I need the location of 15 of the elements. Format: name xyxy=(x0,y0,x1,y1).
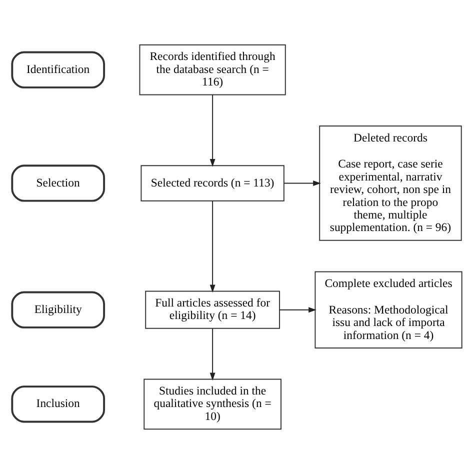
arrow xyxy=(210,94,216,167)
node-box: Complete excluded articles Reasons: Methodological issu and lack of importa information (n = 4) xyxy=(314,271,462,348)
node-box: Studies included in the qualitative synthesis (n = 10) xyxy=(144,378,282,430)
node-box: Full articles assessed for eligibility (n = 14) xyxy=(145,290,280,329)
arrow xyxy=(210,200,216,293)
node-box: Deleted records Case report, case serie experimental, narrativ review, cohort, non spe in relation to the propo theme, multiple supplementation. (n = 96) xyxy=(319,126,462,241)
node-box: Eligibility xyxy=(11,291,106,328)
arrow xyxy=(284,180,321,186)
node-box: Selection xyxy=(11,164,106,202)
node-box: Identification xyxy=(11,51,106,88)
arrow xyxy=(279,307,316,313)
node-box: Records identified through the database search (n = 116) xyxy=(139,44,286,96)
node-box: Inclusion xyxy=(11,386,106,423)
arrow xyxy=(210,328,216,381)
node-box: Selected records (n = 113) xyxy=(140,165,284,202)
